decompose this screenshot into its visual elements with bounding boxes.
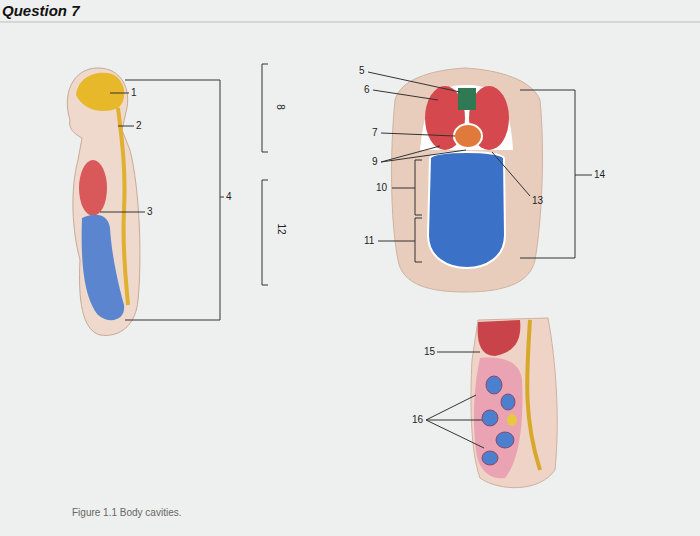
callout-number: 9 [372,157,378,167]
callout-number: 1 [131,88,137,98]
callout-number: 2 [136,121,142,131]
callout-number: 6 [364,85,370,95]
callout-number: 3 [147,207,153,217]
callout-number: 11 [364,236,374,246]
callout-number: 5 [359,66,365,76]
callout-number: 4 [226,192,232,202]
question-title: Question 7 [2,3,80,18]
callout-number: 8 [275,104,285,110]
callout-number: 12 [276,223,286,234]
callout-number: 16 [412,415,423,425]
callout-number: 15 [424,347,435,357]
callout-number: 14 [594,170,605,180]
callout-number: 10 [376,183,387,193]
figure-caption: Figure 1.1 Body cavities. [72,508,182,518]
callout-number: 7 [372,128,378,138]
callout-number: 13 [532,196,543,206]
